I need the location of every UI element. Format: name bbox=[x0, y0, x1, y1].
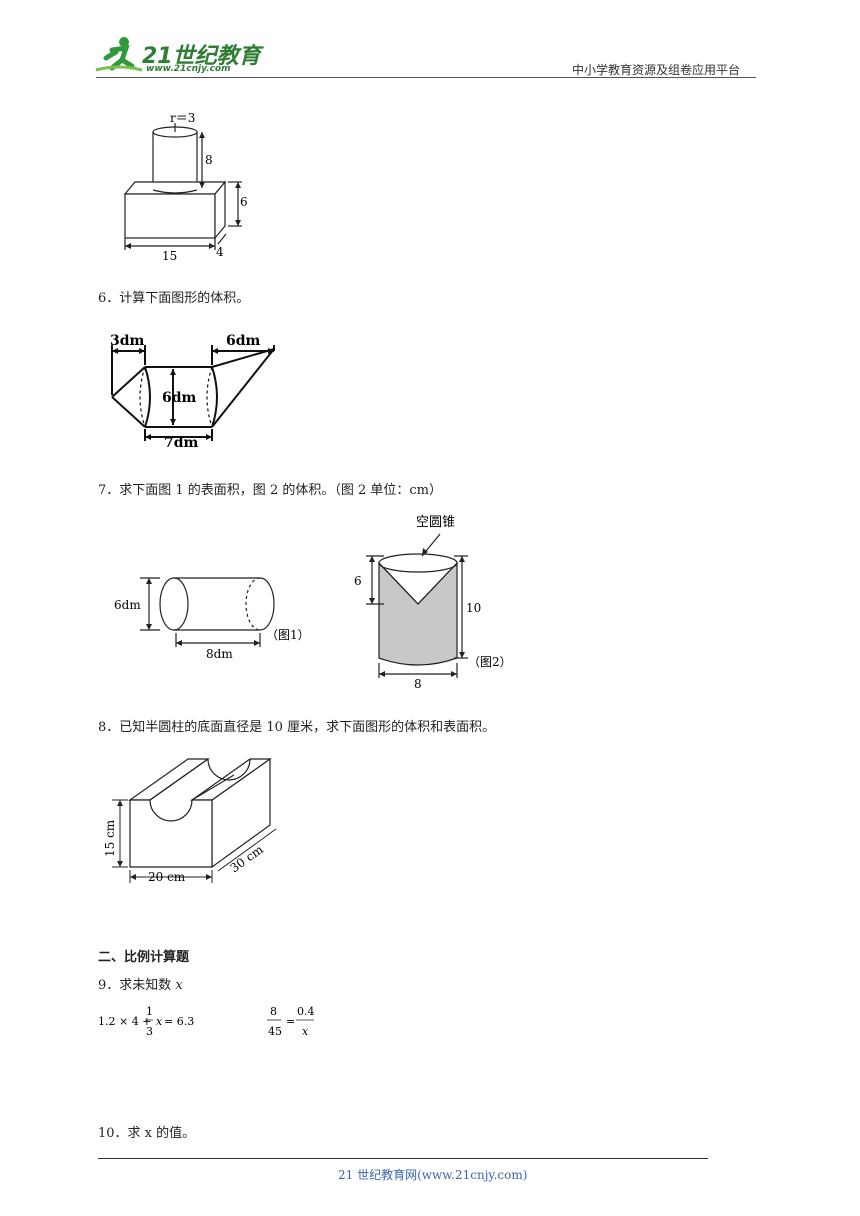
svg-text:=: = bbox=[286, 1015, 295, 1028]
fig5-box-d: 4 bbox=[216, 245, 224, 259]
q7-fig2-cyl-h: 10 bbox=[466, 601, 481, 615]
fig-half-cylinder-block: 15 cm 20 cm 30 cm bbox=[103, 757, 277, 884]
q7-fig1-len: 8dm bbox=[206, 647, 233, 661]
question-6: 6．计算下面图形的体积。 bbox=[98, 291, 250, 306]
q8-h-label: 15 cm bbox=[103, 819, 117, 857]
question-9: 9．求未知数 x bbox=[98, 974, 183, 993]
svg-text:x: x bbox=[302, 1025, 309, 1038]
q7-fig2-cone-h: 6 bbox=[354, 574, 362, 588]
question-10: 10．求 x 的值。 bbox=[98, 1126, 196, 1141]
fig5-r-label: r＝3 bbox=[170, 111, 195, 125]
svg-text:45: 45 bbox=[268, 1025, 282, 1038]
fig-7-2-cylinder-cone: 空圆锥 6 10 8 （图2） bbox=[354, 515, 512, 691]
svg-text:x: x bbox=[156, 1015, 163, 1028]
question-7: 7．求下面图 1 的表面积，图 2 的体积。（图 2 单位：cm） bbox=[98, 483, 442, 498]
q6-dia-label: 6dm bbox=[162, 390, 197, 406]
svg-text:3: 3 bbox=[146, 1025, 153, 1038]
question-9-var: x bbox=[175, 978, 183, 993]
svg-text:8: 8 bbox=[270, 1005, 277, 1018]
fig-cylinder-on-box: r＝3 8 6 15 4 bbox=[123, 111, 248, 263]
footer-rule bbox=[98, 1158, 708, 1159]
q6-left-label: 3dm bbox=[110, 333, 145, 349]
q7-fig1-dia: 6dm bbox=[114, 598, 141, 612]
question-9-text: 9．求未知数 bbox=[98, 978, 176, 993]
equations-q9: 1.2 × 4 + 1 3 x = 6.3 8 45 = 0.4 x bbox=[98, 1005, 315, 1038]
logo-runner-icon bbox=[95, 37, 143, 72]
section-2-title: 二、比例计算题 bbox=[98, 950, 190, 965]
fig5-box-h: 6 bbox=[240, 195, 248, 209]
q6-right-label: 6dm bbox=[226, 333, 261, 349]
fig-7-1-cylinder: 6dm 8dm （图1） bbox=[114, 577, 310, 661]
q6-len-label: 7dm bbox=[164, 435, 199, 451]
svg-text:1: 1 bbox=[146, 1005, 153, 1018]
footer-text: 21 世纪教育网(www.21cnjy.com) bbox=[338, 1168, 528, 1182]
logo-url: www.21cnjy.com bbox=[146, 64, 231, 74]
fig5-h-label: 8 bbox=[205, 153, 213, 167]
question-8: 8．已知半圆柱的底面直径是 10 厘米，求下面图形的体积和表面积。 bbox=[98, 720, 496, 735]
svg-text:1.2 × 4 +: 1.2 × 4 + bbox=[98, 1015, 151, 1028]
logo-text: 21世纪教育 bbox=[142, 44, 261, 69]
fig-cone-cylinder-cone: 3dm 6dm 6dm 7dm bbox=[110, 333, 275, 451]
fig5-box-w: 15 bbox=[162, 249, 177, 263]
q7-fig2-caption: （图2） bbox=[468, 655, 512, 669]
q7-fig2-dia: 8 bbox=[414, 677, 422, 691]
svg-text:= 6.3: = 6.3 bbox=[164, 1015, 194, 1028]
q7-fig1-caption: （图1） bbox=[266, 628, 310, 642]
header-rule bbox=[96, 77, 756, 78]
q7-fig2-top-label: 空圆锥 bbox=[416, 515, 455, 530]
q8-w-label: 20 cm bbox=[148, 870, 186, 884]
header-right-text: 中小学教育资源及组卷应用平台 bbox=[572, 63, 741, 77]
svg-text:0.4: 0.4 bbox=[297, 1005, 315, 1018]
